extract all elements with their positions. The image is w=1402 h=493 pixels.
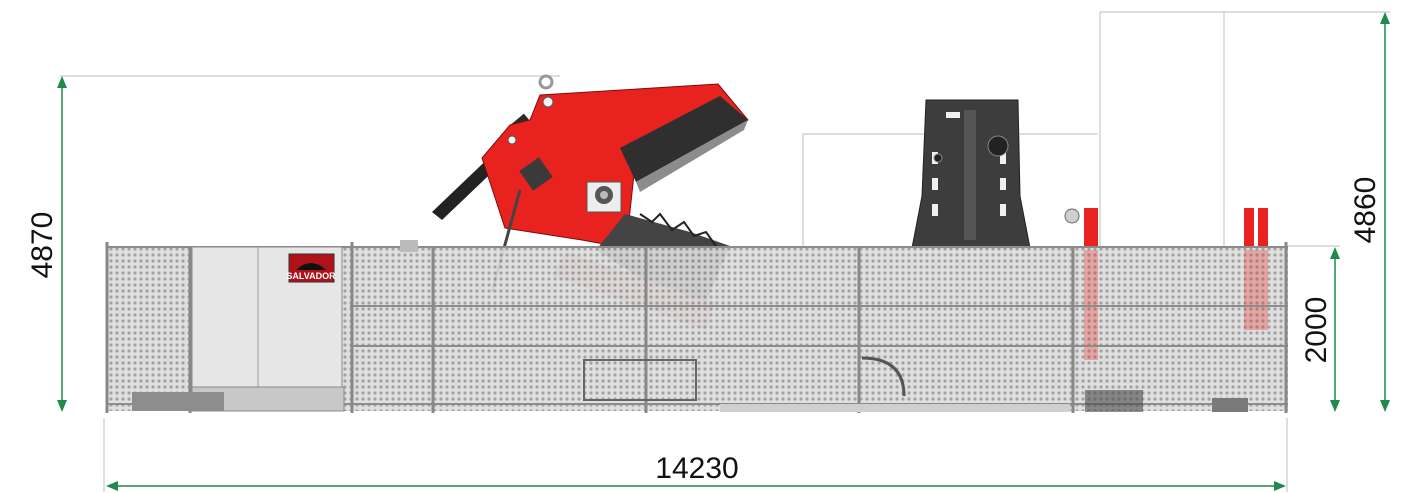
drive-tower (911, 99, 1031, 249)
height-dimension-left: 4870 (26, 76, 67, 412)
brand-logo: SALVADOR (286, 253, 336, 283)
reference-lines (60, 11, 1390, 247)
height-label-right: 4860 (1349, 177, 1382, 244)
length-dimension: 14230 (103, 418, 1288, 492)
fence-height-label: 2000 (1300, 297, 1333, 364)
height-label-left: 4870 (26, 212, 59, 279)
brand-logo-text: SALVADOR (286, 271, 336, 281)
red-posts (1064, 208, 1268, 248)
base-details (400, 240, 1248, 412)
height-dimension-right: 4860 (1349, 12, 1390, 412)
fence-height-dimension: 2000 (1300, 247, 1340, 412)
length-label: 14230 (655, 452, 738, 485)
control-cabinet: SALVADOR (132, 246, 345, 412)
